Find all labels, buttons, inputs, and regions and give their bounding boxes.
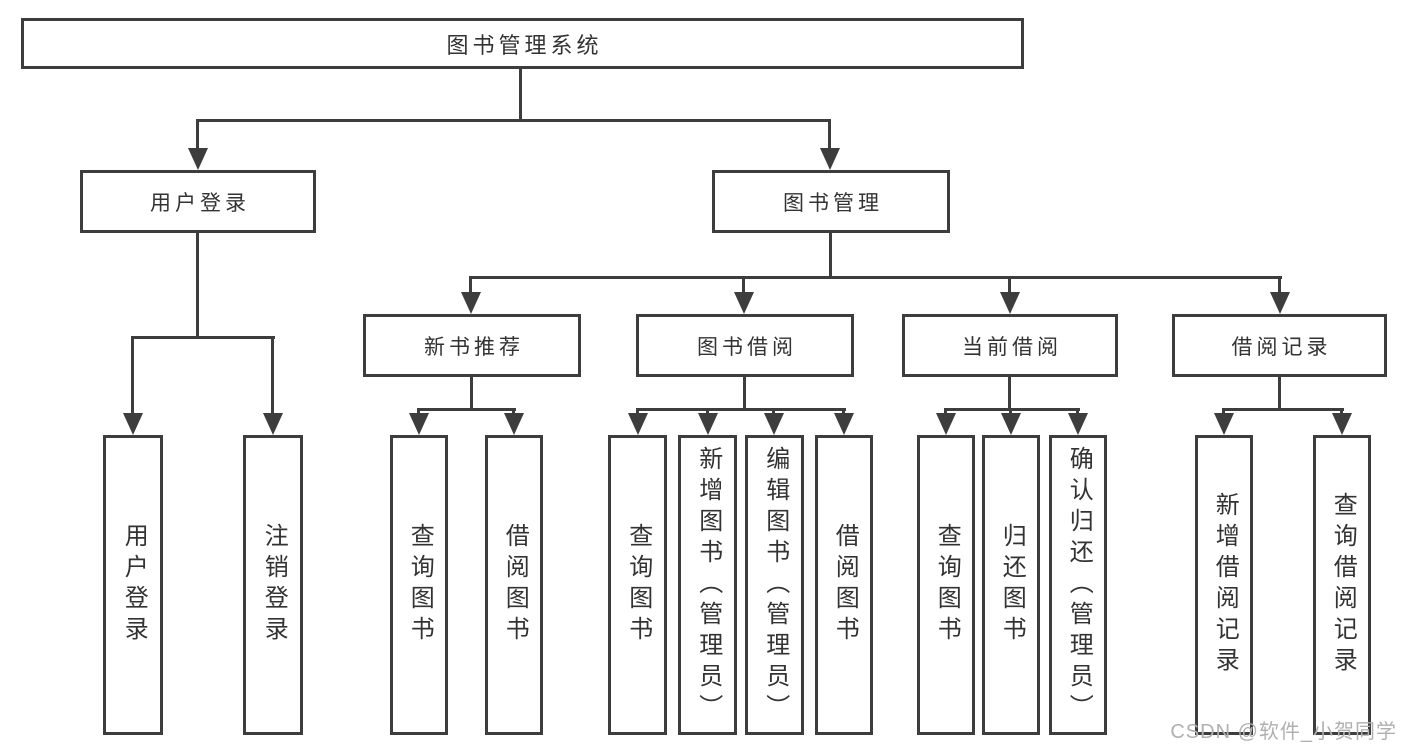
- connector-line-vertical: [271, 336, 274, 415]
- leaf-borrowing-borrow-label: 借阅图书: [831, 523, 859, 647]
- connector-line-horizontal: [470, 276, 1282, 279]
- connector-line-horizontal: [197, 119, 831, 122]
- arrow-down-icon: [188, 148, 208, 170]
- leaf-newbooks-query-label: 查询图书: [406, 523, 434, 647]
- new-books-label: 新书推荐: [424, 335, 524, 359]
- leaf-borrowing-edit-label: 编辑图书（管理员）: [761, 445, 789, 725]
- connector-line-vertical: [1222, 408, 1225, 417]
- borrowing-records-box: 借阅记录: [1172, 314, 1387, 377]
- leaf-records-add: 新增借阅记录: [1195, 435, 1253, 735]
- leaf-current-query: 查询图书: [917, 435, 975, 735]
- leaf-logout-label: 注销登录: [260, 523, 288, 647]
- book-borrowing-label: 图书借阅: [697, 335, 797, 359]
- connector-line-vertical: [417, 408, 420, 417]
- leaf-borrowing-borrow: 借阅图书: [815, 435, 873, 735]
- watermark: CSDN @软件_小贺同学: [1170, 721, 1397, 743]
- connector-line-vertical: [1278, 276, 1281, 294]
- arrow-down-icon: [1068, 413, 1088, 435]
- arrow-down-icon: [123, 413, 143, 435]
- arrow-down-icon: [764, 413, 784, 435]
- connector-line-vertical: [743, 377, 746, 411]
- arrow-down-icon: [834, 413, 854, 435]
- arrow-down-icon: [734, 292, 754, 314]
- connector-line-vertical: [196, 119, 199, 152]
- arrow-down-icon: [1270, 292, 1290, 314]
- connector-line-vertical: [1008, 377, 1011, 411]
- leaf-newbooks-query: 查询图书: [390, 435, 448, 735]
- arrow-down-icon: [1332, 413, 1352, 435]
- leaf-borrowing-add-label: 新增图书（管理员）: [694, 445, 722, 725]
- leaf-logout: 注销登录: [243, 435, 303, 735]
- connector-line-vertical: [842, 408, 845, 417]
- connector-line-vertical: [519, 69, 522, 121]
- leaf-records-add-label: 新增借阅记录: [1211, 492, 1239, 678]
- leaf-borrowing-add: 新增图书（管理员）: [678, 435, 737, 735]
- user-login-box: 用户登录: [80, 170, 316, 233]
- leaf-borrowing-query-label: 查询图书: [624, 523, 652, 647]
- connector-line-vertical: [1008, 276, 1011, 294]
- leaf-user-login: 用户登录: [103, 435, 163, 735]
- leaf-records-query-label: 查询借阅记录: [1329, 492, 1357, 678]
- leaf-borrowing-edit: 编辑图书（管理员）: [745, 435, 804, 735]
- leaf-current-query-label: 查询图书: [933, 523, 961, 647]
- connector-line-vertical: [131, 336, 134, 415]
- system-title-box: 图书管理系统: [21, 18, 1024, 69]
- leaf-borrowing-query: 查询图书: [608, 435, 667, 735]
- connector-line-vertical: [469, 276, 472, 294]
- leaf-current-confirm: 确认归还（管理员）: [1049, 435, 1107, 735]
- user-login-label: 用户登录: [150, 191, 250, 215]
- connector-line-vertical: [470, 377, 473, 411]
- connector-line-horizontal: [945, 408, 1080, 411]
- connector-line-vertical: [1278, 377, 1281, 411]
- connector-line-horizontal: [1223, 408, 1344, 411]
- connector-line-vertical: [1009, 408, 1012, 417]
- leaf-current-confirm-label: 确认归还（管理员）: [1065, 445, 1093, 725]
- arrow-down-icon: [461, 292, 481, 314]
- leaf-current-return: 归还图书: [982, 435, 1040, 735]
- arrow-down-icon: [1214, 413, 1234, 435]
- connector-line-vertical: [706, 408, 709, 417]
- borrowing-records-label: 借阅记录: [1231, 335, 1332, 359]
- leaf-records-query: 查询借阅记录: [1313, 435, 1371, 735]
- arrow-down-icon: [698, 413, 718, 435]
- current-borrowing-box: 当前借阅: [902, 314, 1118, 377]
- arrow-down-icon: [1001, 413, 1021, 435]
- book-management-label: 图书管理: [783, 191, 883, 215]
- connector-line-vertical: [829, 233, 832, 279]
- arrow-down-icon: [936, 413, 956, 435]
- book-borrowing-box: 图书借阅: [636, 314, 854, 377]
- connector-line-vertical: [944, 408, 947, 417]
- connector-line-vertical: [828, 119, 831, 152]
- arrow-down-icon: [1000, 292, 1020, 314]
- new-books-box: 新书推荐: [363, 314, 581, 377]
- arrow-down-icon: [409, 413, 429, 435]
- connector-line-vertical: [196, 233, 199, 338]
- system-title: 图书管理系统: [446, 32, 603, 58]
- connector-line-vertical: [636, 408, 639, 417]
- connector-line-vertical: [742, 276, 745, 294]
- connector-line-vertical: [1340, 408, 1343, 417]
- leaf-user-login-label: 用户登录: [120, 523, 148, 647]
- leaf-newbooks-borrow-label: 借阅图书: [501, 523, 529, 647]
- connector-line-horizontal: [132, 336, 275, 339]
- arrow-down-icon: [504, 413, 524, 435]
- leaf-newbooks-borrow: 借阅图书: [485, 435, 543, 735]
- arrow-down-icon: [628, 413, 648, 435]
- connector-line-vertical: [512, 408, 515, 417]
- connector-line-vertical: [1076, 408, 1079, 417]
- book-management-box: 图书管理: [712, 170, 950, 233]
- connector-line-horizontal: [636, 408, 846, 411]
- current-borrowing-label: 当前借阅: [962, 335, 1062, 359]
- leaf-current-return-label: 归还图书: [998, 523, 1026, 647]
- connector-line-horizontal: [418, 408, 516, 411]
- arrow-down-icon: [820, 148, 840, 170]
- arrow-down-icon: [263, 413, 283, 435]
- connector-line-vertical: [772, 408, 775, 417]
